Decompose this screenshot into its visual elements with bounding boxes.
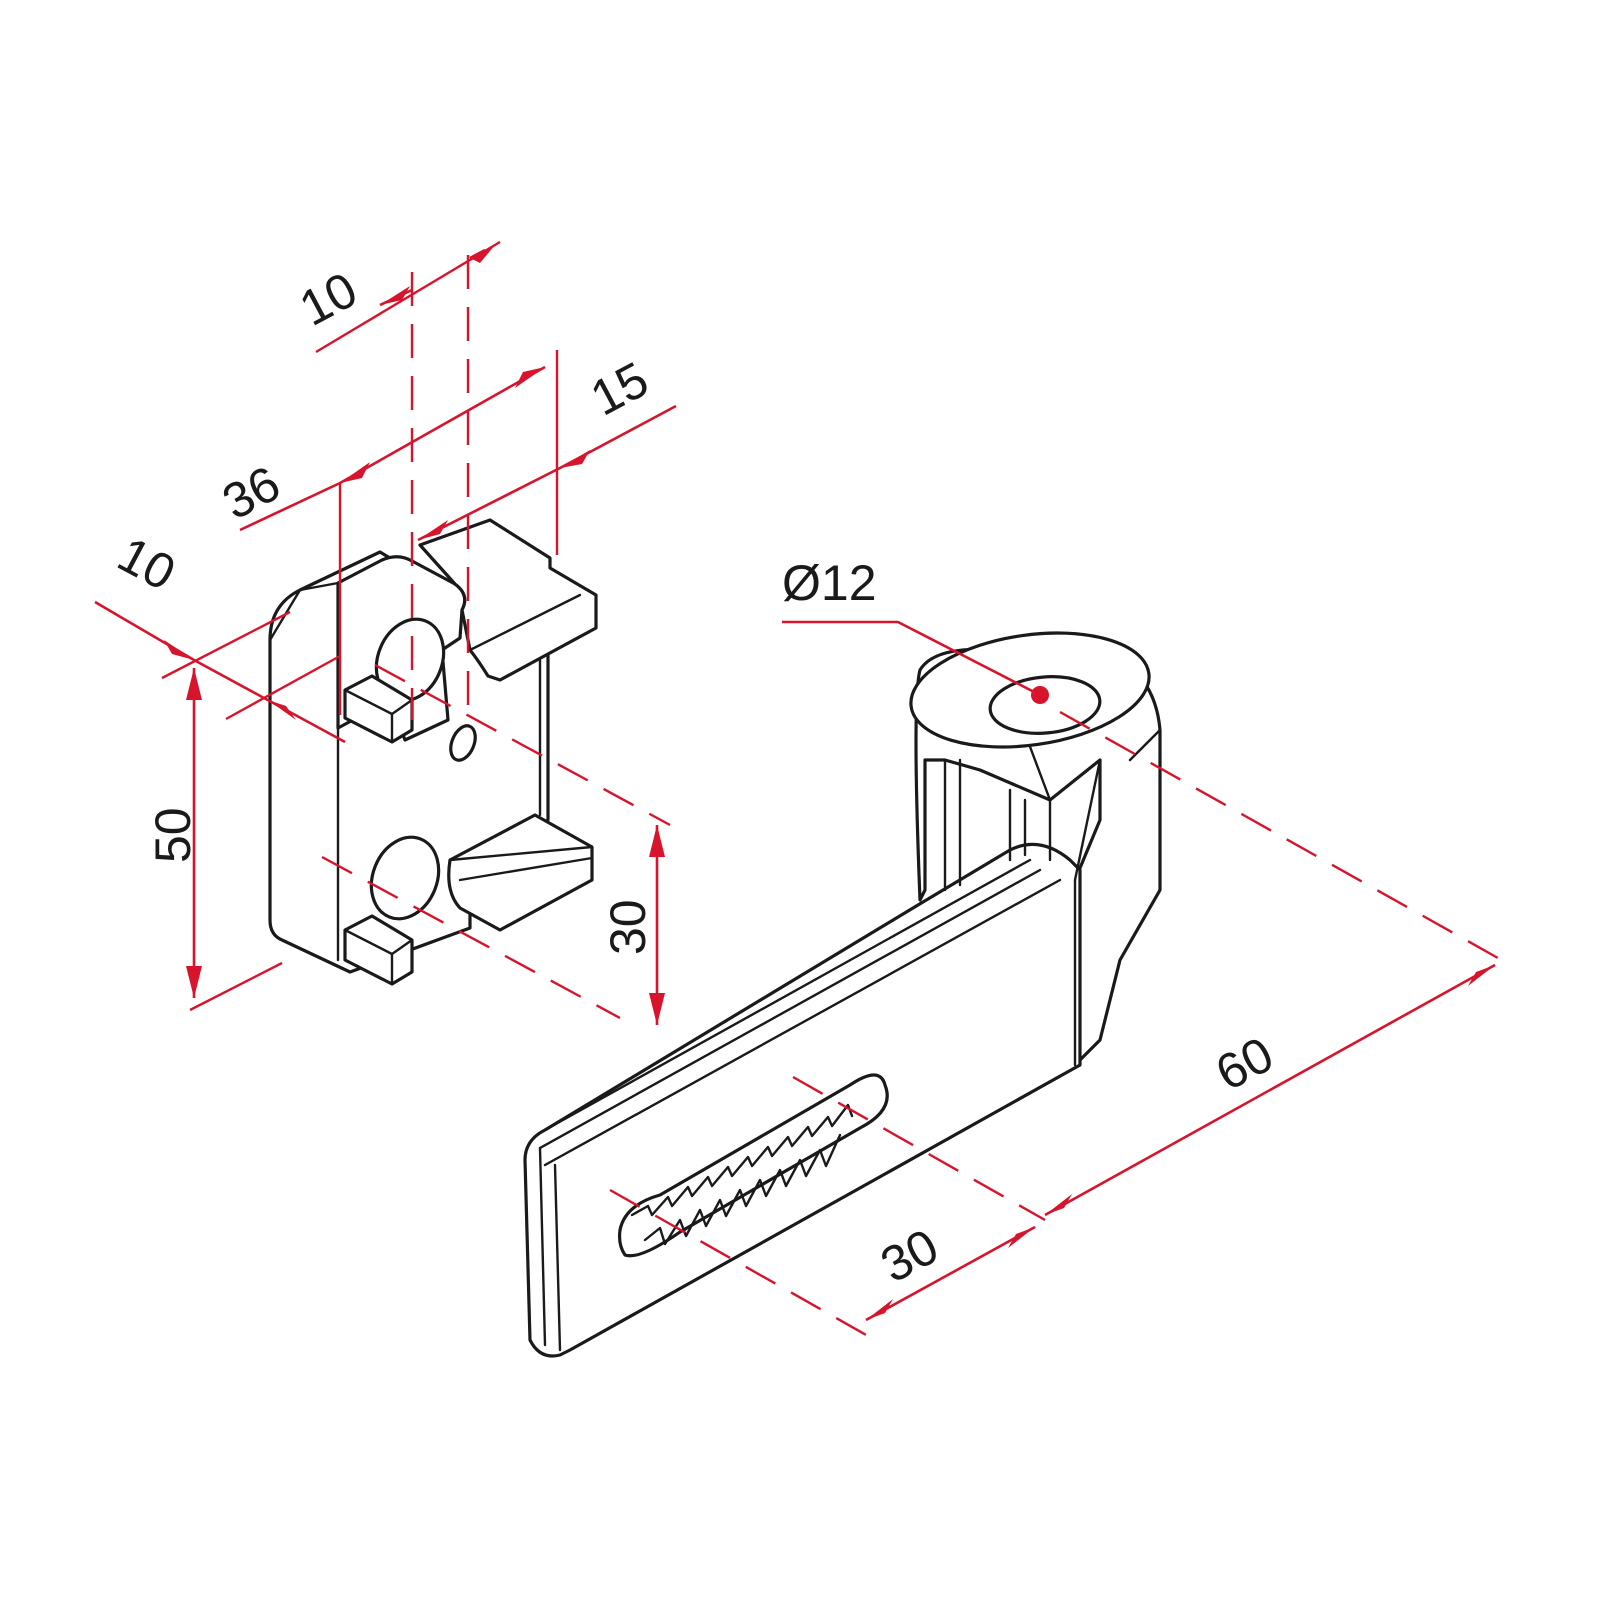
arrowhead xyxy=(470,245,495,263)
upper-jaw-edge xyxy=(468,566,598,652)
hook-bar-side-edge xyxy=(538,878,1077,1352)
hook-arm xyxy=(523,631,1162,1358)
centerline-pin xyxy=(1059,710,1506,964)
arrowheads xyxy=(164,245,1495,1320)
lower-jaw-edge xyxy=(448,845,594,882)
dim-offset-line xyxy=(417,404,677,542)
lower-jaw xyxy=(447,813,594,932)
label-side-width: 10 xyxy=(109,526,184,602)
upper-tab-edge xyxy=(343,688,414,744)
centerline-lower-hole xyxy=(321,855,621,1020)
dim-side-width-extension xyxy=(161,610,341,721)
dim-slot-length-line xyxy=(865,1225,1036,1322)
arrowhead xyxy=(1468,965,1495,986)
label-height: 50 xyxy=(145,807,201,863)
dimension-lines xyxy=(94,240,1506,1342)
arrowhead xyxy=(560,450,590,468)
dim-arm-length-line xyxy=(1044,963,1496,1217)
clamp-block xyxy=(268,518,598,986)
centerline-slot-top xyxy=(792,1075,1046,1222)
arrowhead xyxy=(186,668,202,700)
arrowhead xyxy=(380,286,410,305)
dim-diameter-centre-dot xyxy=(1031,686,1049,704)
small-hole xyxy=(449,724,477,762)
hook-post-edges xyxy=(943,718,1162,892)
arrowhead xyxy=(340,462,370,483)
lower-tab-edge xyxy=(343,928,414,986)
hook-bar-top-edge xyxy=(538,858,1062,1167)
centerline-upper-hole xyxy=(374,663,671,827)
clamp-block-edge-back xyxy=(538,652,550,822)
lower-tab xyxy=(343,914,414,986)
arrowhead xyxy=(268,700,296,720)
dim-top-width-extension xyxy=(315,240,501,354)
arrowhead xyxy=(1008,1227,1035,1248)
label-offset: 15 xyxy=(582,351,657,427)
arrowhead xyxy=(1045,1194,1072,1215)
arrowhead xyxy=(866,1299,893,1320)
dim-diameter-leader xyxy=(782,620,1041,697)
lower-hole xyxy=(369,835,441,921)
arrowhead xyxy=(164,640,194,660)
label-lower-height: 30 xyxy=(600,899,656,955)
label-length: 36 xyxy=(214,455,289,531)
arrowhead xyxy=(515,367,545,388)
slot-teeth xyxy=(630,1103,854,1246)
dim-height-extension-bottom xyxy=(189,961,283,1012)
label-diameter: Ø12 xyxy=(782,555,877,611)
arrowhead xyxy=(418,520,448,540)
arrowhead xyxy=(186,966,202,998)
upper-tab xyxy=(343,674,414,744)
arrowhead xyxy=(649,825,665,857)
label-top-width: 10 xyxy=(291,261,366,337)
arrowhead xyxy=(649,993,665,1025)
